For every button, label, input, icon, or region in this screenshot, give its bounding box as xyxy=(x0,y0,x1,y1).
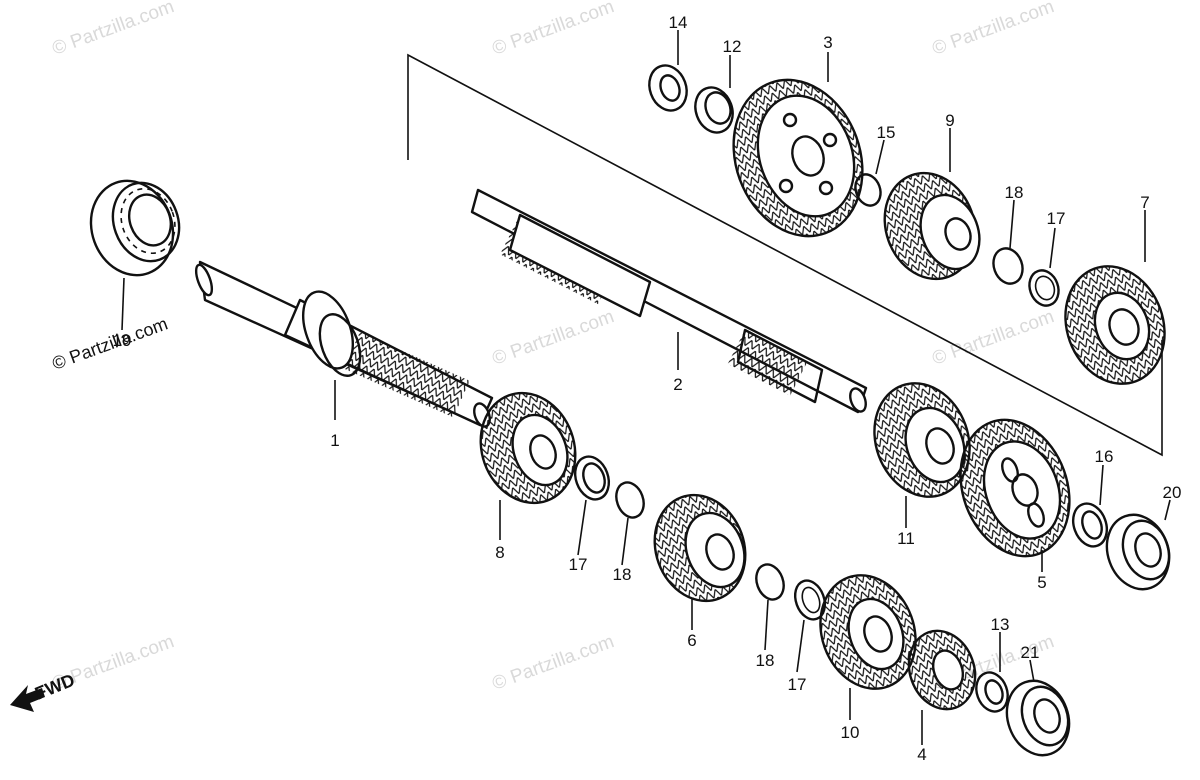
callout-10: 10 xyxy=(841,723,860,742)
circlip-18-upper xyxy=(992,247,1024,285)
gear-3 xyxy=(732,78,864,238)
mainshaft-1 xyxy=(194,260,494,428)
callout-17-lower: 17 xyxy=(788,675,807,694)
callout-14: 14 xyxy=(669,13,688,32)
callout-13: 13 xyxy=(991,615,1010,634)
washer-17-lower xyxy=(793,579,827,621)
watermark-2: © Partzilla.com xyxy=(490,0,617,60)
circlip-15 xyxy=(854,173,882,207)
callout-21: 21 xyxy=(1021,643,1040,662)
bearing-21 xyxy=(1005,679,1071,757)
callout-15: 15 xyxy=(877,123,896,142)
bearing-20 xyxy=(1105,513,1171,591)
callout-17-upper: 17 xyxy=(1047,209,1066,228)
callout-12: 12 xyxy=(723,37,742,56)
watermark-3: © Partzilla.com xyxy=(930,0,1057,60)
fwd-arrow-icon xyxy=(10,685,45,712)
callout-8: 8 xyxy=(495,543,504,562)
callout-16: 16 xyxy=(1095,447,1114,466)
fwd-indicator: FWD xyxy=(10,670,77,712)
gear-9 xyxy=(883,171,981,281)
watermark-left: © Partzilla.com xyxy=(50,313,171,373)
gear-4 xyxy=(907,629,977,711)
washer-16 xyxy=(1071,502,1109,548)
callout-4: 4 xyxy=(917,745,926,764)
watermark-1: © Partzilla.com xyxy=(50,0,177,60)
bearing-19 xyxy=(89,179,181,277)
callout-11: 11 xyxy=(897,529,915,548)
callouts: 1 2 3 4 5 6 7 8 9 10 11 12 13 14 15 16 1… xyxy=(113,13,1182,764)
leader-lines xyxy=(121,30,1171,745)
callout-1: 1 xyxy=(330,431,339,450)
gear-10 xyxy=(819,574,917,690)
washer-13 xyxy=(975,671,1009,713)
washer-17-left xyxy=(573,455,611,501)
callout-19: 19 xyxy=(113,331,132,350)
watermarks: © Partzilla.com © Partzilla.com © Partzi… xyxy=(50,0,1057,695)
callout-18-left: 18 xyxy=(613,565,632,584)
gear-11 xyxy=(873,382,971,498)
callout-3: 3 xyxy=(823,33,832,52)
gear-5 xyxy=(959,418,1071,558)
watermark-7: © Partzilla.com xyxy=(490,631,617,695)
group-bracket xyxy=(407,53,1163,457)
callout-17-left: 17 xyxy=(569,555,588,574)
callout-6: 6 xyxy=(687,631,696,650)
washer-14 xyxy=(648,64,688,112)
washer-17-upper xyxy=(1028,269,1060,307)
callout-7: 7 xyxy=(1140,193,1149,212)
gear-7 xyxy=(1064,265,1166,385)
gear-8 xyxy=(479,391,577,505)
callout-9: 9 xyxy=(945,111,954,130)
circlip-18-left xyxy=(615,481,645,519)
callout-18-lower: 18 xyxy=(756,651,775,670)
countershaft-2 xyxy=(470,188,868,414)
watermark-4: © Partzilla.com xyxy=(490,306,617,370)
circlip-18-lower xyxy=(755,563,785,601)
callout-20: 20 xyxy=(1163,483,1182,502)
watermark-5: © Partzilla.com xyxy=(930,306,1057,370)
callout-2: 2 xyxy=(673,375,682,394)
callout-18-upper: 18 xyxy=(1005,183,1024,202)
callout-5: 5 xyxy=(1037,573,1046,592)
gear-6 xyxy=(653,493,747,603)
bushing-12 xyxy=(694,86,734,134)
